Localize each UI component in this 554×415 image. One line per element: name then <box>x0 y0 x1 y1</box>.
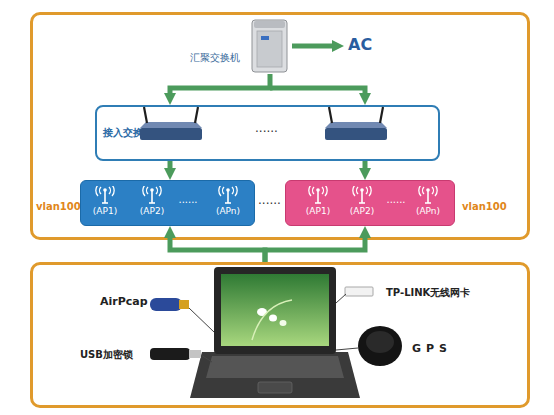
laptop-screen <box>221 274 329 346</box>
gps-puck <box>358 326 402 366</box>
router-antenna <box>380 107 383 123</box>
node-label: (AP1) <box>306 207 330 217</box>
router-antenna <box>195 107 198 123</box>
tower-handle <box>254 21 285 28</box>
client-zone: AirPcapUSB加密锁 TP-LINK无线网卡 GPS <box>30 262 530 408</box>
node-label: (APn) <box>216 207 240 217</box>
screen-flower <box>269 315 277 322</box>
node-label: 汇聚交换机 <box>190 52 240 63</box>
node-label: 接入交换机 <box>103 127 153 138</box>
ap-group: (AP1) (AP2)...... (APn) <box>285 180 455 226</box>
node-label: TP-LINK无线网卡 <box>386 287 470 298</box>
node-label: ...... <box>386 194 405 205</box>
connector-line <box>170 74 270 96</box>
router-body <box>140 128 202 140</box>
connector-arrow <box>365 161 366 171</box>
router-top <box>325 122 387 128</box>
node-label: USB加密锁 <box>80 349 133 360</box>
ap-symbol <box>219 185 237 203</box>
connector-arrow <box>170 161 171 171</box>
laptop-keyboard <box>206 356 344 378</box>
usb-lock <box>150 348 190 360</box>
connector-line <box>363 161 368 171</box>
tower-badge <box>261 36 269 40</box>
connector-line <box>292 44 335 49</box>
connector-arrow <box>170 74 365 96</box>
leader-line <box>201 355 212 362</box>
ap-symbol <box>353 185 371 203</box>
usb-plug <box>189 350 201 358</box>
switch-tower <box>252 20 287 72</box>
network-zone: vlan100......vlan100汇聚交换机AC接入交换机......(A… <box>30 12 530 240</box>
node-label: ...... <box>258 194 281 207</box>
router-body <box>325 128 387 140</box>
router-top <box>140 122 202 128</box>
router-antenna <box>329 107 332 123</box>
dongle-plug <box>179 300 189 309</box>
ap-symbol <box>96 185 114 203</box>
wifi-card <box>345 287 373 296</box>
ap-group: (AP1) (AP2)...... (APn) <box>80 180 255 226</box>
leader-line <box>336 348 358 350</box>
connector-arrow <box>292 46 335 47</box>
leader-line <box>336 294 346 303</box>
aggregation-switch: 汇聚交换机 <box>250 18 290 74</box>
ap-symbol <box>309 185 327 203</box>
laptop-touchpad <box>258 382 292 393</box>
node-label: vlan100 <box>462 201 507 212</box>
leader-line <box>189 308 214 332</box>
node-label: (AP2) <box>140 207 164 217</box>
connector-line <box>168 161 173 171</box>
connector-line <box>265 235 365 262</box>
connector-line <box>170 235 265 262</box>
gps-top <box>366 331 394 353</box>
node-label: AC <box>348 36 372 54</box>
ap-symbol <box>143 185 161 203</box>
ap-symbol <box>419 185 437 203</box>
node-label: (APn) <box>416 207 440 217</box>
node-label: (AP1) <box>93 207 117 217</box>
airpcap-dongle <box>150 298 182 311</box>
node-label: vlan100 <box>36 201 81 212</box>
screen-flower <box>257 308 267 316</box>
tower-panel <box>257 31 282 67</box>
node-label: GPS <box>412 343 452 355</box>
screen-flower <box>280 320 287 326</box>
screen-stem <box>252 300 292 340</box>
ac-controller: AC <box>346 34 386 58</box>
node-label: ...... <box>255 122 278 135</box>
node-label: AirPcap <box>100 296 148 308</box>
node-label: (AP2) <box>350 207 374 217</box>
connector-arrow <box>265 235 365 262</box>
router-antenna <box>144 107 147 123</box>
connector-line <box>270 88 365 96</box>
access-switch-box: 接入交换机...... <box>95 105 440 161</box>
laptop-base <box>190 352 360 398</box>
node-label: ...... <box>178 194 197 205</box>
laptop-bezel <box>214 267 336 354</box>
connector-arrow <box>170 235 265 262</box>
